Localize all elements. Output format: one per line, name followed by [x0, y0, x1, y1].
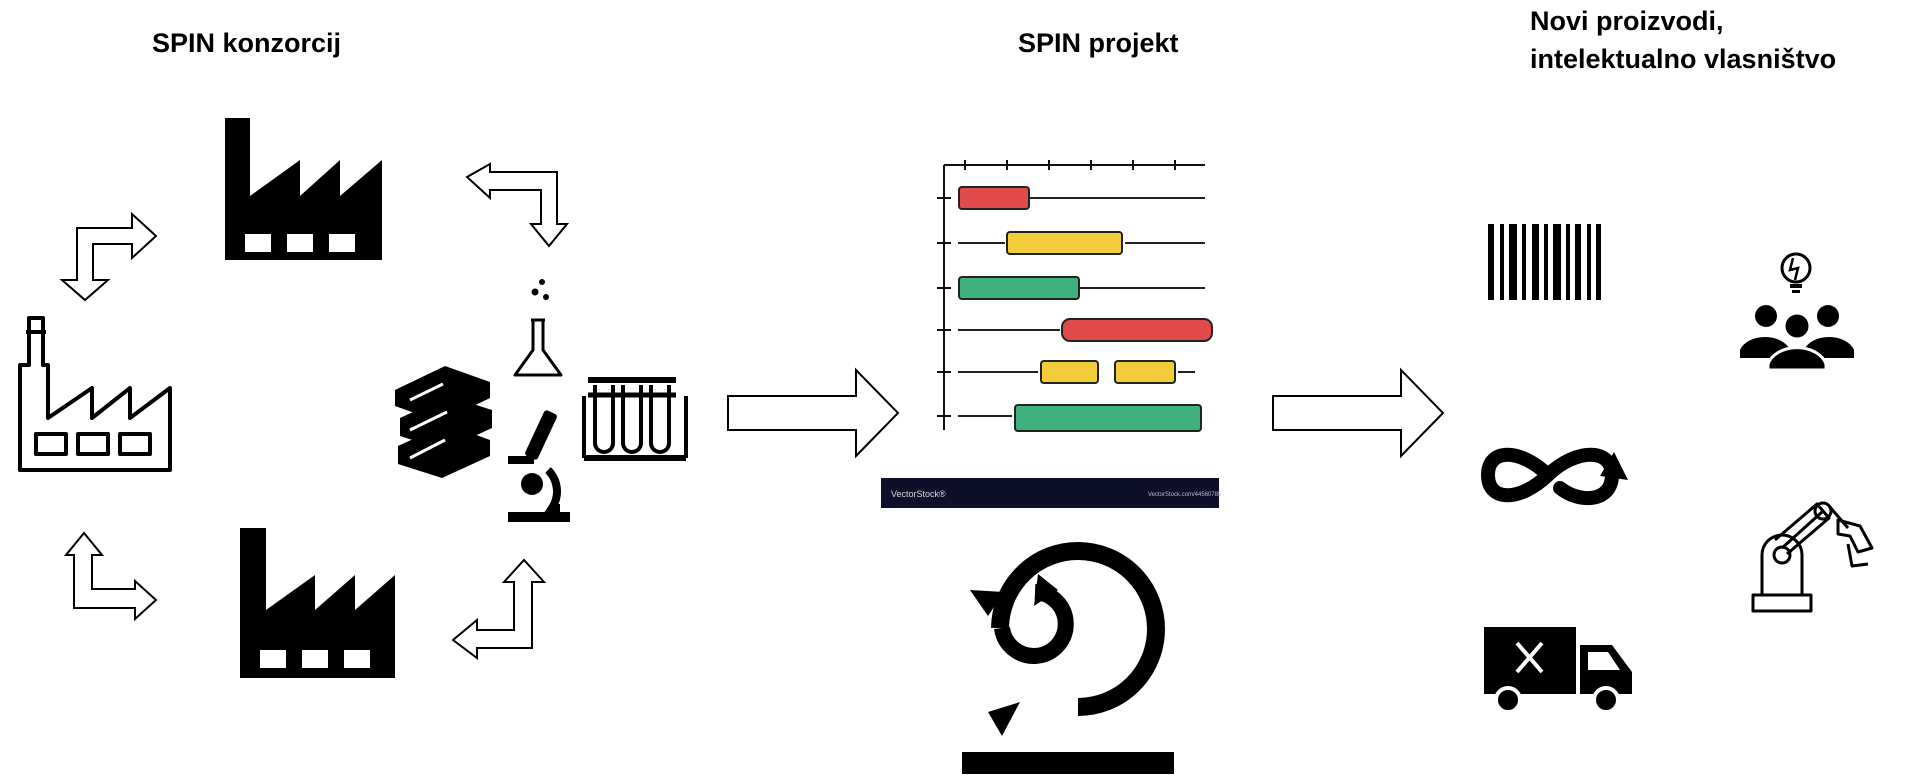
outline-arrow-left-bottom: [63, 531, 158, 622]
team-idea-icon: [1740, 252, 1854, 372]
project-heading: SPIN projekt: [1018, 28, 1179, 58]
outcomes-heading: Novi proizvodi, intelektualno vlasništvo: [1530, 2, 1836, 78]
watermark-url: VectorStock.com/44560785: [1148, 492, 1222, 498]
gantt-bar: [958, 276, 1080, 300]
outcomes-heading-line-2: intelektualno vlasništvo: [1530, 44, 1837, 74]
gantt-bar: [958, 186, 1030, 210]
gantt-bar: [1114, 360, 1176, 384]
robot-arm-icon: [1751, 501, 1874, 613]
gantt-bar: [1014, 404, 1202, 432]
microscope-icon: [508, 410, 570, 522]
outline-arrow-left-top: [59, 211, 158, 302]
flask-icon: [513, 279, 563, 377]
flow-arrow-left: [727, 367, 900, 459]
books-icon: [395, 366, 492, 478]
gantt-bar: [1040, 360, 1099, 384]
outcomes-heading-line-1: Novi proizvodi,: [1530, 6, 1724, 36]
watermark-brand: VectorStock®: [891, 489, 946, 499]
vectorstock-watermark-bar: VectorStock® VectorStock.com/44560785: [881, 478, 1222, 508]
infinity-icon: [1480, 447, 1628, 506]
outline-arrow-top-right: [465, 162, 570, 248]
barcode-icon: [1488, 224, 1601, 300]
gantt-bar: [1061, 318, 1213, 342]
gantt-bar: [1006, 231, 1123, 255]
factory-outline-icon: [18, 316, 172, 472]
food-truck-icon: [1484, 627, 1632, 714]
factory-top-icon: [225, 118, 382, 260]
gantt-chart-icon: [937, 160, 1213, 432]
test-tubes-icon: [582, 377, 688, 461]
outline-arrow-bottom-right: [451, 558, 547, 660]
factory-bottom-icon: [240, 528, 395, 678]
consortium-heading: SPIN konzorcij: [152, 28, 342, 58]
flow-arrow-right: [1272, 367, 1445, 459]
scrum-cycle-icon: [962, 542, 1174, 774]
